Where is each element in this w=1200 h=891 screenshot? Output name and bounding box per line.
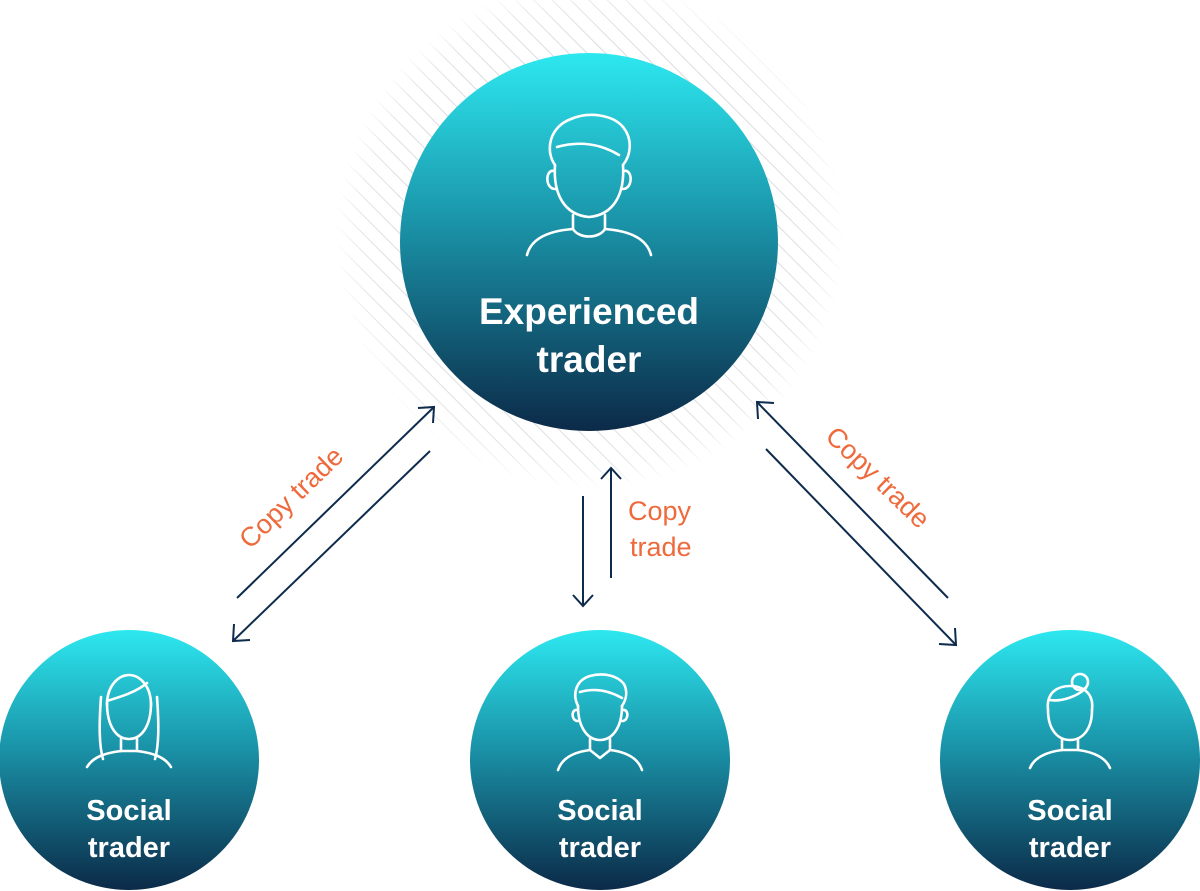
arrow-experienced-to-social-left — [231, 450, 431, 643]
node-label-line2: trader — [537, 339, 642, 380]
node-label-line1: Social — [1027, 795, 1112, 827]
node-label-line2: trader — [1029, 832, 1111, 864]
node-circle — [470, 630, 730, 890]
node-circle — [0, 630, 259, 890]
edge-label-left: Copy trade — [233, 441, 349, 554]
woman-bun-avatar-icon — [1028, 672, 1112, 770]
node-label-line2: trader — [88, 832, 170, 864]
node-social-trader-left: Social trader — [0, 630, 259, 890]
node-circle — [940, 630, 1200, 890]
arrow-experienced-to-social-right — [765, 448, 958, 647]
node-social-trader-right: Social trader — [940, 630, 1200, 890]
node-label-line1: Social — [86, 795, 171, 827]
node-social-trader-center: Social trader — [470, 630, 730, 890]
node-label-line1: Experienced — [479, 291, 699, 332]
node-circle — [400, 53, 778, 431]
arrow-experienced-to-social-center — [572, 496, 594, 608]
edge-label-center-line2: trade — [630, 532, 692, 562]
man-avatar-icon — [525, 113, 653, 257]
man-avatar-icon — [556, 673, 644, 772]
woman-long-hair-avatar-icon — [85, 673, 173, 769]
node-label-line2: trader — [559, 832, 641, 864]
edge-label-center-line1: Copy — [628, 496, 692, 526]
node-experienced-trader: Experienced trader — [400, 53, 778, 431]
arrow-social-left-to-experienced — [236, 405, 436, 599]
node-label-line1: Social — [557, 795, 642, 827]
arrow-social-right-to-experienced — [755, 400, 949, 599]
arrow-social-center-to-experienced — [600, 466, 622, 578]
